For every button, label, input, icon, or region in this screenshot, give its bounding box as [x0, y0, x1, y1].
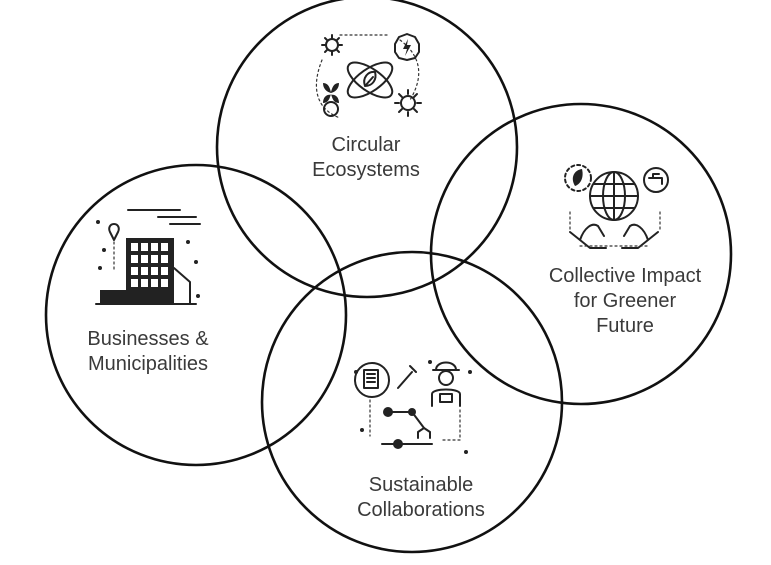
label-circular-ecosystems: Circular Ecosystems — [286, 133, 446, 183]
label-businesses-line1: Businesses & — [87, 328, 209, 350]
label-collective-line3: Future — [596, 315, 654, 337]
circular-ecosystem-icon — [315, 33, 422, 119]
city-building-icon — [95, 209, 201, 305]
label-collective-line2: for Greener — [573, 290, 677, 312]
label-circular-ecosystems-line1: Circular — [331, 134, 401, 156]
circle-sustainable-collaborations — [260, 250, 564, 554]
label-sustainable-line2: Collaborations — [357, 499, 485, 521]
circle-circular-ecosystems — [215, 0, 519, 299]
robot-arm-worker-icon — [354, 360, 472, 454]
label-collective-line1: Collective Impact — [548, 265, 702, 287]
globe-in-hands-icon — [564, 164, 669, 249]
circle-businesses-municipalities — [44, 163, 348, 467]
label-sustainable-line1: Sustainable — [368, 474, 474, 496]
label-businesses-line2: Municipalities — [87, 353, 209, 375]
label-collective-impact: Collective Impact for Greener Future — [532, 264, 718, 339]
label-sustainable-collaborations: Sustainable Collaborations — [336, 473, 506, 523]
circle-collective-impact — [429, 102, 733, 406]
label-businesses-municipalities: Businesses & Municipalities — [68, 327, 228, 377]
label-circular-ecosystems-line2: Ecosystems — [312, 159, 420, 181]
